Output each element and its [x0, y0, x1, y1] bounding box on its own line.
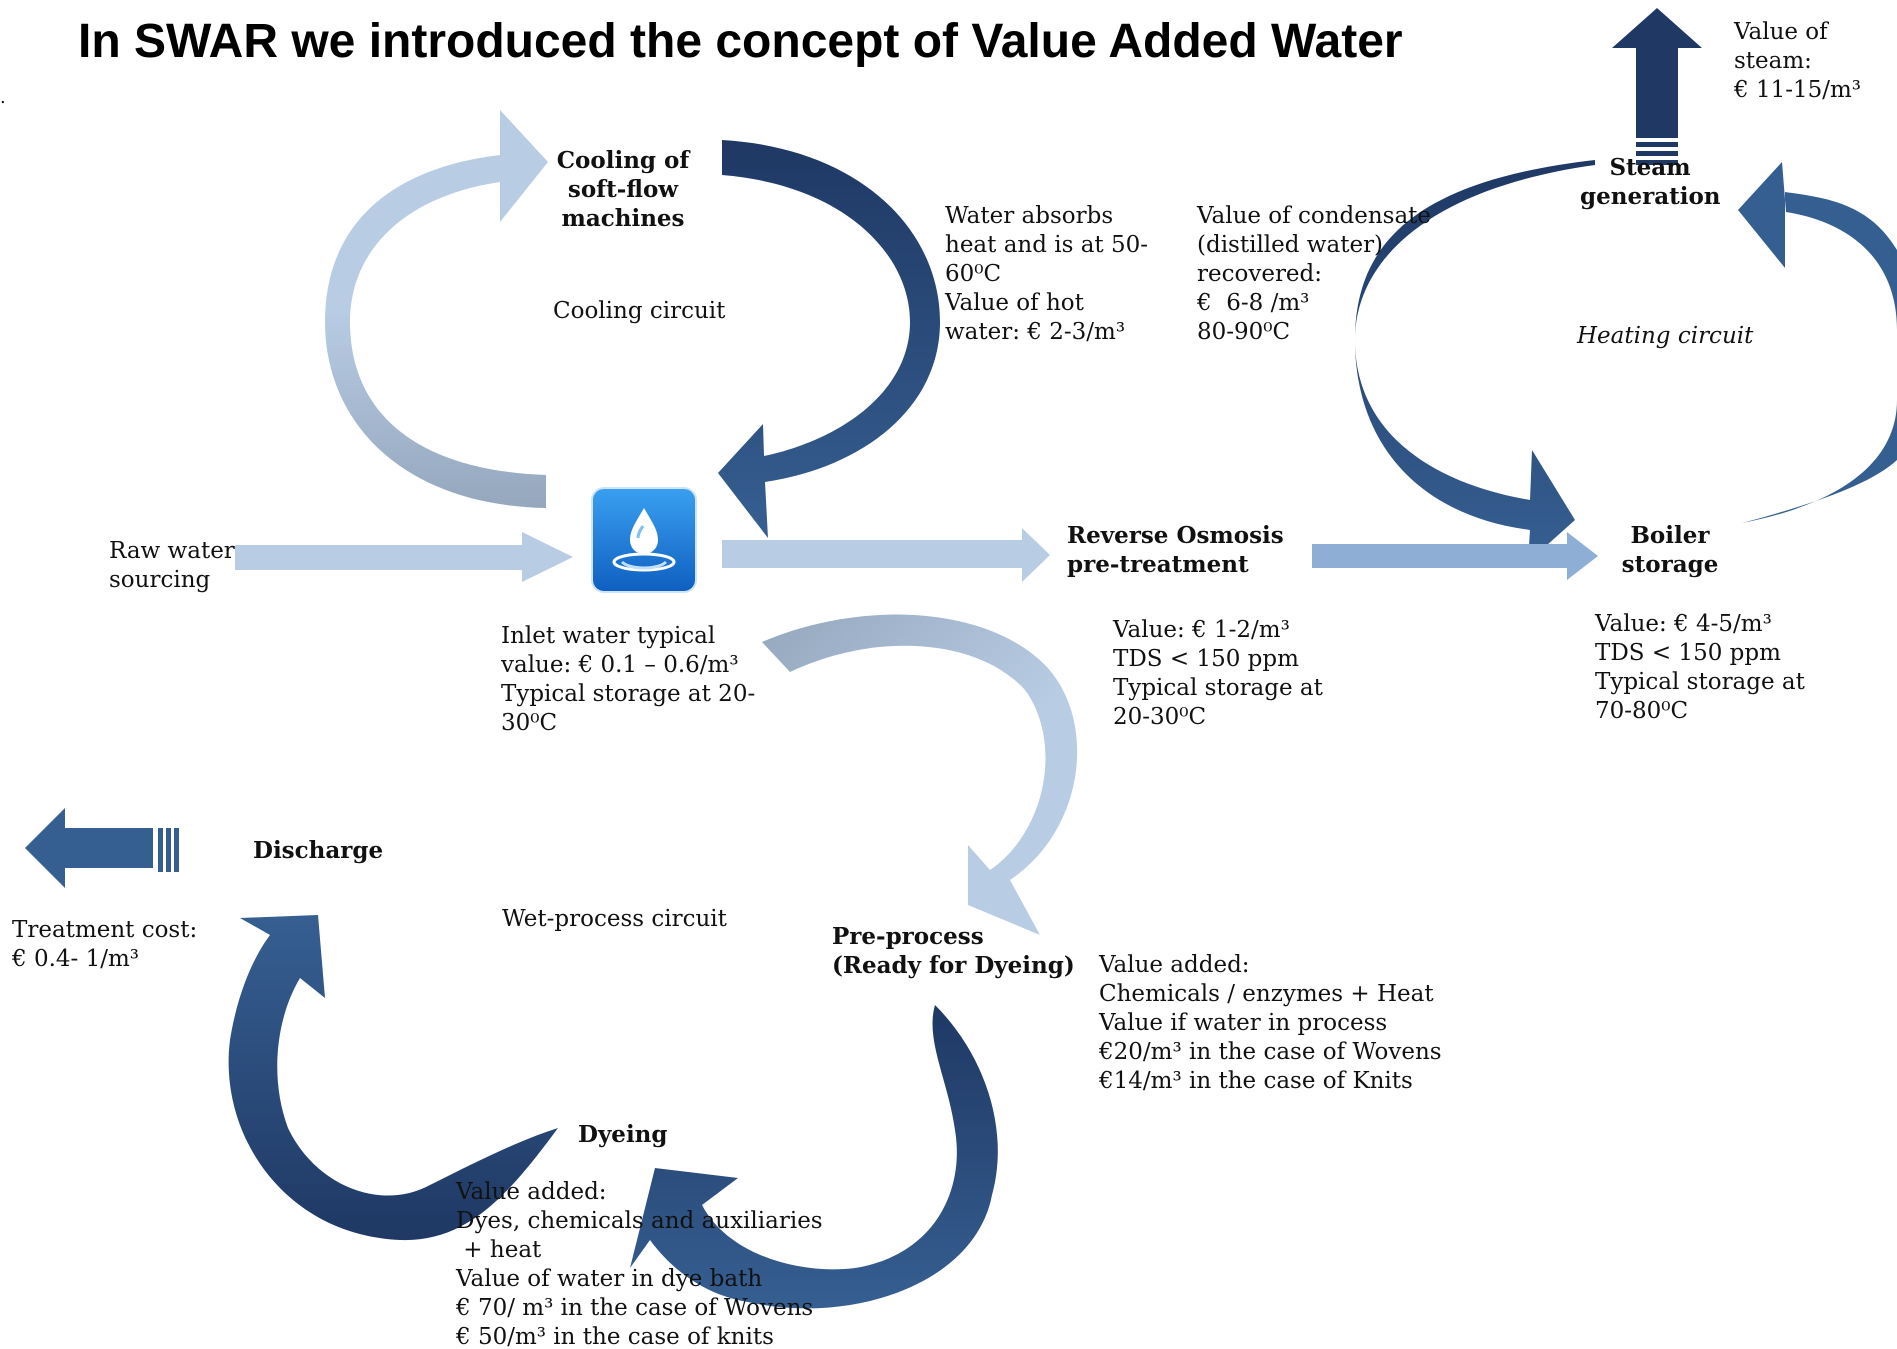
tank-to-preprocess-arc [762, 614, 1078, 935]
raw-water-label: Raw water sourcing [109, 538, 235, 593]
node-dyeing: Dyeing [578, 1121, 668, 1148]
node-boiler-storage: Boiler storage [1621, 522, 1719, 578]
cooling-circuit-label: Cooling circuit [553, 298, 726, 324]
node-steam-generation: Steam generation [1580, 154, 1721, 210]
preprocess-to-dyeing-arc [630, 1005, 998, 1309]
water-drop-icon [591, 487, 697, 593]
discharge-stripe [166, 828, 171, 872]
heating-circuit-label: Heating circuit [1577, 323, 1754, 349]
node-reverse-osmosis: Reverse Osmosis pre-treatment [1067, 522, 1284, 578]
heating-supply-arc [1738, 162, 1897, 523]
node-discharge: Discharge [253, 837, 384, 864]
node-cooling-machines: Cooling of soft-flow machines [556, 147, 690, 232]
steam-output-stripe [1636, 160, 1678, 165]
raw-water-arrow [235, 532, 573, 582]
condensate-note: Value of condensate (distilled water) re… [1197, 203, 1432, 345]
wet-process-circuit-label: Wet-process circuit [502, 906, 727, 932]
inlet-water-note: Inlet water typical value: € 0.1 – 0.6/m… [501, 623, 756, 736]
dyeing-value-note: Value added: Dyes, chemicals and auxilia… [456, 1179, 823, 1349]
boiler-value-note: Value: € 4-5/m³ TDS < 150 ppm Typical st… [1595, 611, 1805, 724]
cooling-supply-arc [718, 140, 940, 538]
hot-water-note: Water absorbs heat and is at 50- 60⁰C Va… [945, 203, 1149, 345]
node-pre-process: Pre-process (Ready for Dyeing) [832, 923, 1075, 979]
stray-mark: . [0, 87, 6, 108]
steam-output-arrow [1612, 8, 1702, 138]
discharge-stripe [158, 828, 163, 872]
steam-value-note: Value of steam: € 11-15/m³ [1734, 19, 1862, 103]
steam-output-stripe [1636, 151, 1678, 156]
cooling-return-arc [325, 110, 548, 508]
tank-to-ro-arrow [722, 528, 1050, 582]
ro-value-note: Value: € 1-2/m³ TDS < 150 ppm Typical st… [1113, 617, 1323, 730]
heating-return-arc [1355, 160, 1595, 562]
discharge-arrow [25, 808, 153, 888]
discharge-stripe [174, 828, 179, 872]
ro-to-boiler-arrow [1312, 532, 1598, 580]
steam-output-stripe [1636, 142, 1678, 147]
page-title: In SWAR we introduced the concept of Val… [78, 15, 1403, 68]
treatment-cost-note: Treatment cost: € 0.4- 1/m³ [12, 917, 198, 972]
preprocess-value-note: Value added: Chemicals / enzymes + Heat … [1099, 952, 1442, 1094]
